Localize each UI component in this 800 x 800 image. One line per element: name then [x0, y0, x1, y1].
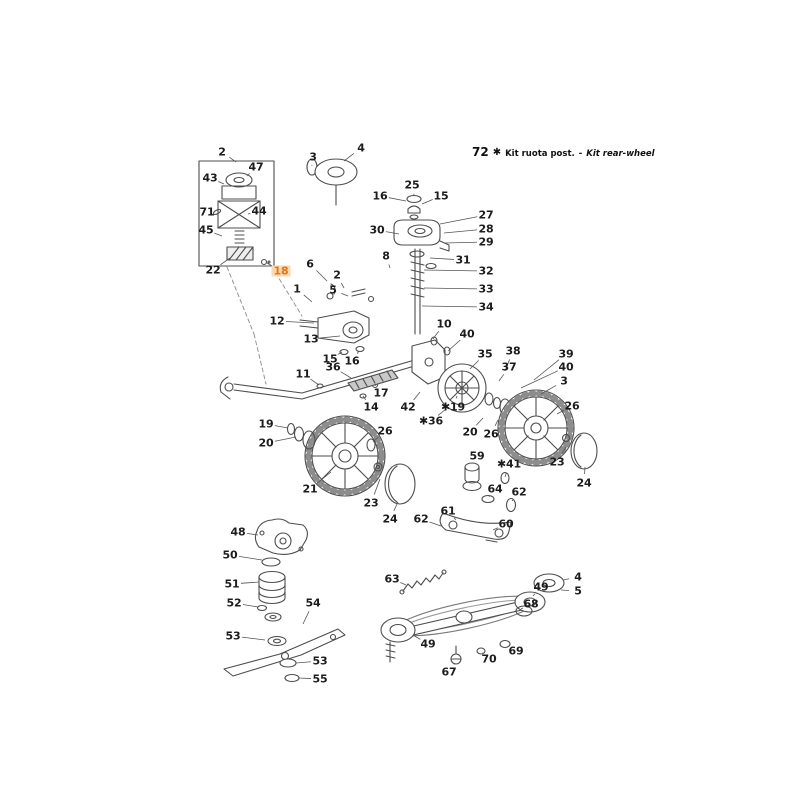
part-label-71: 71 [199, 205, 215, 219]
part-label-50: 50 [222, 548, 238, 562]
part-label-62: 62 [413, 512, 429, 526]
part-label-30: 30 [369, 223, 385, 237]
kit-title-separator: - [578, 149, 583, 159]
part-label-45: 45 [198, 223, 214, 237]
part-label-5: 5 [574, 584, 582, 598]
part-label-26: 26 [377, 424, 393, 438]
part-label-49: 49 [533, 580, 549, 594]
part-label-26: 26 [483, 427, 499, 441]
part-label-27: 27 [478, 208, 494, 222]
part-label-17: 17 [373, 386, 389, 400]
part-label-51: 51 [224, 577, 240, 591]
part-label-4: 4 [357, 141, 365, 155]
part-label-18: 18 [271, 264, 291, 278]
part-label-12: 12 [269, 314, 285, 328]
part-label-4: 4 [574, 570, 582, 584]
part-label-16: 16 [372, 189, 388, 203]
part-label-1: 1 [293, 282, 301, 296]
part-label-70: 70 [481, 652, 497, 666]
part-label-59: 59 [469, 449, 485, 463]
part-label-31: 31 [455, 253, 471, 267]
part-label-39: 39 [558, 347, 574, 361]
part-label-69: 69 [508, 644, 524, 658]
part-label-48: 48 [230, 525, 246, 539]
part-label-6: 6 [306, 257, 314, 271]
part-label-36: 36 [325, 360, 341, 374]
part-label-3: 3 [560, 374, 568, 388]
part-label-33: 33 [478, 282, 494, 296]
part-label-37: 37 [501, 360, 517, 374]
part-label-11: 11 [295, 367, 311, 381]
part-label-55: 55 [312, 672, 328, 686]
part-label-19: ✱19 [441, 400, 465, 414]
part-label-13: 13 [303, 332, 319, 346]
part-label-40: 40 [558, 360, 574, 374]
kit-title-english: Kit rear-wheel [586, 149, 655, 159]
part-label-28: 28 [478, 222, 494, 236]
part-label-24: 24 [576, 476, 592, 490]
part-label-32: 32 [478, 264, 494, 278]
part-label-16: 16 [344, 354, 360, 368]
part-label-64: 64 [487, 482, 503, 496]
part-label-36: ✱36 [419, 414, 443, 428]
part-label-20: 20 [462, 425, 478, 439]
part-label-2: 2 [218, 145, 226, 159]
part-label-15: 15 [433, 189, 449, 203]
part-label-26: 26 [564, 399, 580, 413]
part-label-24: 24 [382, 512, 398, 526]
part-label-53: 53 [312, 654, 328, 668]
part-label-34: 34 [478, 300, 494, 314]
part-label-68: 68 [523, 597, 539, 611]
part-label-44: 44 [251, 204, 267, 218]
part-label-8: 8 [382, 249, 390, 263]
part-label-20: 20 [258, 436, 274, 450]
part-label-47: 47 [248, 160, 264, 174]
kit-number: 72 [472, 145, 489, 159]
part-label-42: 42 [400, 400, 416, 414]
part-label-29: 29 [478, 235, 494, 249]
part-label-15: 15 [322, 352, 338, 366]
part-label-41: ✱41 [497, 457, 521, 471]
part-label-5: 5 [329, 283, 337, 297]
part-label-19: 19 [258, 417, 274, 431]
part-label-43: 43 [202, 171, 218, 185]
kit-title: 72 ✱ Kit ruota post. - Kit rear-wheel [472, 145, 655, 159]
kit-title-italian: Kit ruota post. [505, 149, 575, 159]
part-label-53: 53 [225, 629, 241, 643]
part-label-23: 23 [363, 496, 379, 510]
part-label-61: 61 [440, 504, 456, 518]
part-label-52: 52 [226, 596, 242, 610]
part-label-10: 10 [436, 317, 452, 331]
part-label-40: 40 [459, 327, 475, 341]
part-label-14: 14 [363, 400, 379, 414]
part-label-38: 38 [505, 344, 521, 358]
part-label-3: 3 [309, 150, 317, 164]
part-label-2: 2 [333, 268, 341, 282]
part-label-49: 49 [420, 637, 436, 651]
part-label-22: 22 [205, 263, 221, 277]
part-label-60: 60 [498, 517, 514, 531]
part-label-35: 35 [477, 347, 493, 361]
part-label-23: 23 [549, 455, 565, 469]
part-label-63: 63 [384, 572, 400, 586]
part-label-21: 21 [302, 482, 318, 496]
asterisk-icon: ✱ [492, 147, 502, 158]
part-label-67: 67 [441, 665, 457, 679]
part-label-62: 62 [511, 485, 527, 499]
part-label-54: 54 [305, 596, 321, 610]
part-label-25: 25 [404, 178, 420, 192]
